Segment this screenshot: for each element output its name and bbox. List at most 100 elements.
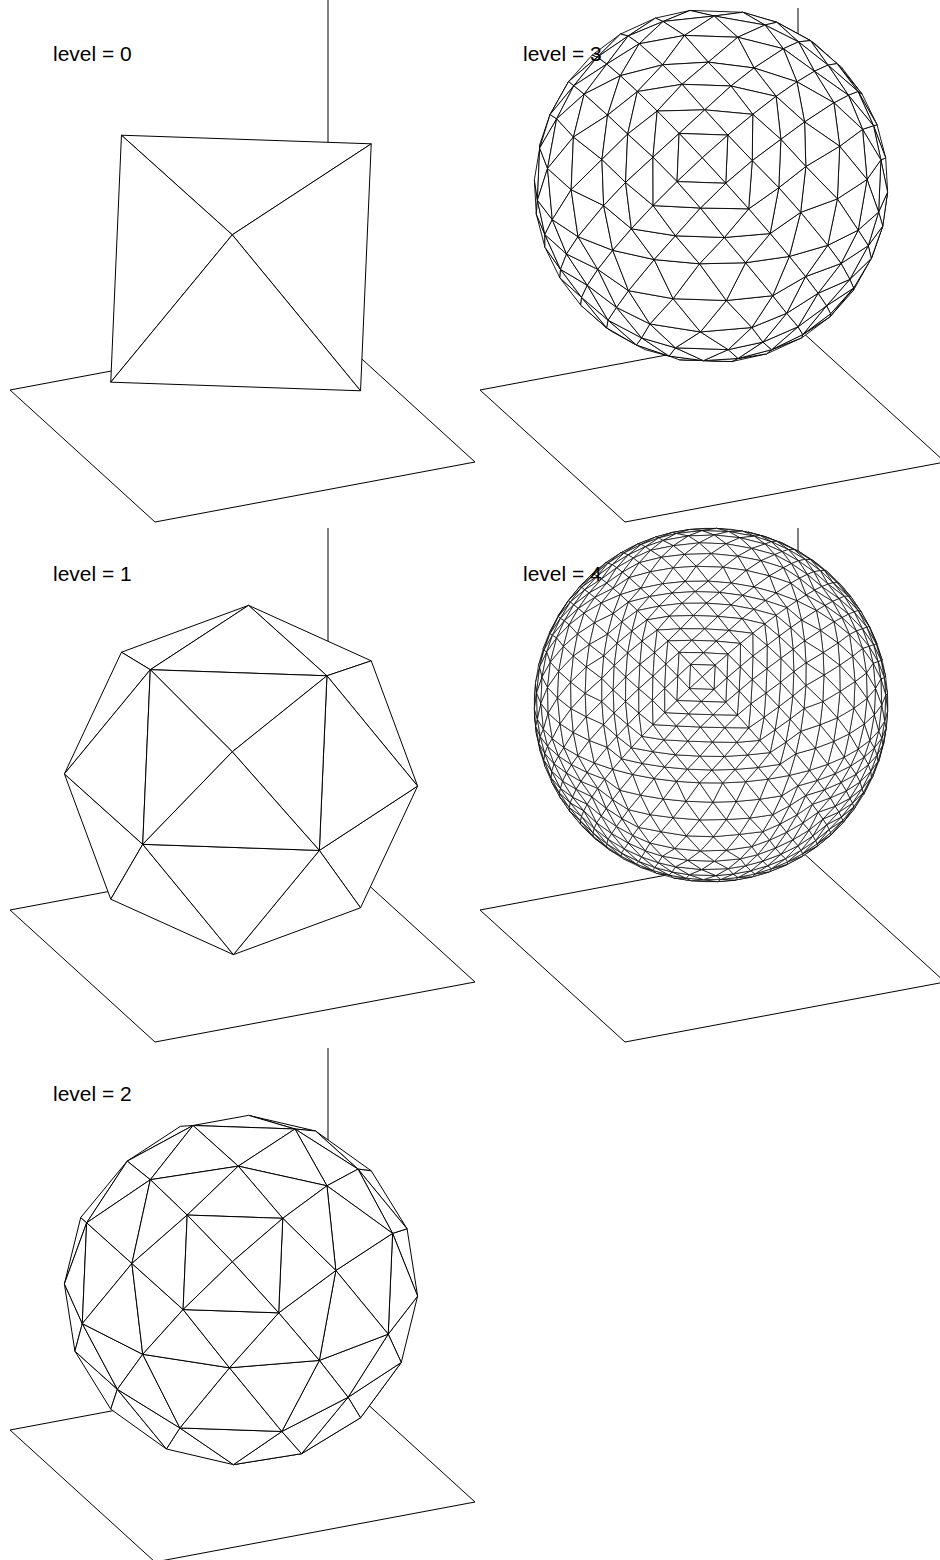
mesh-triangle bbox=[686, 836, 713, 851]
mesh-triangle bbox=[279, 1218, 336, 1313]
mesh-triangle bbox=[673, 299, 726, 332]
floor-plane bbox=[480, 330, 940, 522]
mesh-triangle bbox=[703, 641, 727, 654]
mesh-triangle bbox=[699, 263, 745, 301]
mesh-triangle bbox=[675, 755, 699, 769]
mesh-triangle bbox=[663, 568, 686, 584]
mesh-triangle bbox=[689, 714, 713, 727]
level-label: level = 0 bbox=[53, 41, 132, 66]
mesh-triangle bbox=[639, 700, 653, 724]
mesh-triangle bbox=[696, 554, 723, 568]
mesh-triangle bbox=[693, 603, 718, 616]
mesh-triangle bbox=[681, 616, 705, 629]
sphere-mesh bbox=[64, 605, 417, 954]
mesh-triangle bbox=[669, 603, 693, 616]
level-label-box: level = 2 bbox=[53, 1081, 132, 1106]
mesh-triangle bbox=[677, 781, 700, 801]
mesh-triangle bbox=[685, 16, 738, 37]
mesh-triangle bbox=[652, 688, 664, 712]
mesh-triangle bbox=[654, 779, 676, 799]
mesh-triangle bbox=[183, 1262, 279, 1313]
mesh-triangle bbox=[866, 673, 875, 698]
mesh-triangle bbox=[749, 704, 764, 728]
mesh-triangle bbox=[735, 768, 758, 782]
mesh-triangle bbox=[672, 581, 695, 593]
mesh-triangle bbox=[749, 161, 779, 209]
mesh-triangle bbox=[801, 166, 838, 212]
level-label-box: level = 3 bbox=[523, 41, 602, 66]
mesh-triangle bbox=[724, 755, 747, 769]
level-label-box: level = 1 bbox=[53, 561, 132, 586]
mesh-triangle bbox=[764, 693, 779, 717]
mesh-triangle bbox=[677, 158, 726, 183]
mesh-triangle bbox=[541, 687, 548, 713]
mesh-triangle bbox=[746, 256, 790, 295]
mesh-triangle bbox=[602, 666, 614, 690]
floor-plane bbox=[480, 850, 940, 1042]
mesh-triangle bbox=[654, 260, 699, 299]
mesh-triangle bbox=[708, 567, 731, 583]
mesh-triangle bbox=[548, 671, 559, 698]
mesh-triangle bbox=[682, 62, 731, 86]
mesh-triangle bbox=[700, 820, 727, 837]
mesh-triangle bbox=[673, 554, 696, 567]
level-label-box: level = 4 bbox=[523, 561, 602, 586]
mesh-triangle bbox=[688, 741, 713, 756]
mesh-triangle bbox=[602, 134, 628, 182]
mesh-triangle bbox=[726, 818, 750, 834]
mesh-triangle bbox=[687, 769, 712, 783]
mesh-triangle bbox=[854, 682, 867, 709]
mesh-triangle bbox=[695, 581, 720, 592]
sphere-panel bbox=[480, 528, 940, 1042]
level-label: level = 1 bbox=[53, 561, 132, 586]
mesh-triangle bbox=[690, 677, 714, 690]
mesh-triangle bbox=[692, 629, 716, 641]
mesh-triangle bbox=[823, 675, 840, 702]
mesh-triangle bbox=[665, 676, 678, 700]
mesh-triangle bbox=[180, 1428, 282, 1465]
sphere-panel bbox=[10, 1048, 475, 1560]
mesh-triangle bbox=[685, 543, 712, 555]
mesh-triangle bbox=[766, 669, 781, 693]
mesh-triangle bbox=[143, 844, 320, 954]
mesh-triangle bbox=[712, 742, 736, 757]
sphere-panel bbox=[480, 8, 940, 522]
mesh-triangle bbox=[736, 799, 760, 818]
mesh-triangle bbox=[823, 653, 840, 675]
mesh-triangle bbox=[571, 693, 586, 716]
mesh-triangle bbox=[626, 157, 654, 205]
mesh-triangle bbox=[820, 631, 837, 653]
mesh-triangle bbox=[840, 665, 855, 691]
mesh-triangle bbox=[187, 1166, 283, 1218]
mesh-triangle bbox=[585, 678, 602, 701]
mesh-triangle bbox=[751, 680, 766, 704]
mesh-triangle bbox=[685, 566, 708, 581]
mesh-triangle bbox=[779, 139, 806, 187]
mesh-triangle bbox=[793, 672, 806, 696]
sphere-panel bbox=[10, 528, 475, 1042]
mesh-triangle bbox=[64, 670, 150, 845]
mesh-triangle bbox=[571, 159, 604, 205]
mesh-triangle bbox=[663, 799, 686, 818]
mesh-triangle bbox=[686, 801, 713, 820]
mesh-triangle bbox=[724, 234, 770, 263]
mesh-triangle bbox=[700, 850, 726, 861]
level-label: level = 3 bbox=[523, 41, 602, 66]
mesh-triangle bbox=[679, 640, 703, 652]
mesh-triangle bbox=[548, 137, 574, 190]
mesh-triangle bbox=[726, 296, 772, 328]
mesh-triangle bbox=[675, 236, 724, 264]
mesh-triangle bbox=[626, 664, 640, 688]
mesh-triangle bbox=[718, 880, 735, 882]
mesh-triangle bbox=[713, 834, 739, 850]
level-label: level = 2 bbox=[53, 1081, 132, 1106]
mesh-triangle bbox=[700, 756, 725, 770]
mesh-triangle bbox=[804, 685, 823, 708]
level-label-box: level = 0 bbox=[53, 41, 132, 66]
mesh-triangle bbox=[699, 783, 722, 802]
sphere-mesh bbox=[111, 135, 371, 391]
mesh-triangle bbox=[614, 653, 627, 677]
mesh-triangle bbox=[319, 676, 417, 851]
mesh-triangle bbox=[558, 682, 572, 709]
